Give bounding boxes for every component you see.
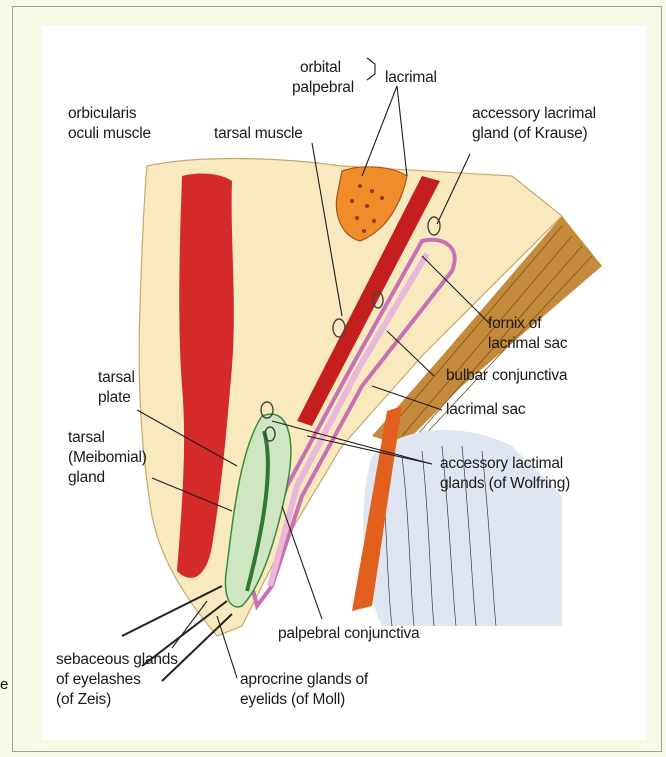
edge-character: e xyxy=(0,676,8,693)
label-accessory-krause: accessory lacrimal gland (of Krause) xyxy=(472,104,596,144)
label-accessory-wolfring: accessory lactimal glands (of Wolfring) xyxy=(440,454,570,494)
label-palpebral-conjunctiva: palpebral conjunctiva xyxy=(278,624,419,644)
label-fornix: fornix of lacrimal sac xyxy=(488,314,567,354)
label-tarsal-plate: tarsal plate xyxy=(98,368,135,408)
label-lacrimal: lacrimal xyxy=(385,68,437,88)
label-moll: aprocrine glands of eyelids (of Moll) xyxy=(240,670,368,710)
label-orbicularis: orbicularis oculi muscle xyxy=(68,104,151,144)
label-tarsal-gland: tarsal (Meibomial) gland xyxy=(68,428,147,488)
label-zeis: sebaceous glands of eyelashes (of Zeis) xyxy=(56,650,178,710)
label-bulbar-conjunctiva: bulbar conjunctiva xyxy=(446,366,567,386)
eyelid-anatomy-figure: orbital palpebral lacrimal orbicularis o… xyxy=(42,26,646,740)
label-lacrimal-sac: lacrimal sac xyxy=(446,400,525,420)
label-orbital: orbital xyxy=(300,58,341,78)
label-tarsal-muscle: tarsal muscle xyxy=(214,124,303,144)
label-palpebral: palpebral xyxy=(292,78,354,98)
